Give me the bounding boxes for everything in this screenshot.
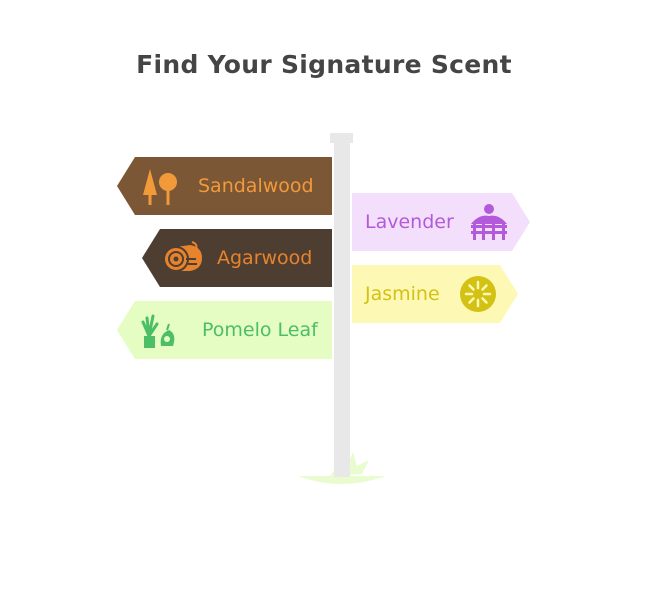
citrus-slice-icon [460,276,496,312]
log-icon [163,241,202,272]
sign-agarwood: Agarwood [142,229,332,287]
sign-jasmine: Jasmine [352,265,518,323]
trees-icon [143,169,177,205]
sign-label-pomelo-leaf: Pomelo Leaf [202,319,318,341]
sign-label-sandalwood: Sandalwood [198,175,314,197]
sign-sandalwood: Sandalwood [117,157,332,215]
sign-lavender: Lavender [352,193,530,251]
sign-label-lavender: Lavender [365,211,454,233]
sign-label-agarwood: Agarwood [217,247,313,269]
potted-plant-icon [141,314,175,348]
sign-label-jasmine: Jasmine [365,283,440,305]
lavender-field-icon [471,204,507,240]
page-title: Find Your Signature Scent [136,50,512,79]
sign-pomelo-leaf: Pomelo Leaf [117,301,332,359]
